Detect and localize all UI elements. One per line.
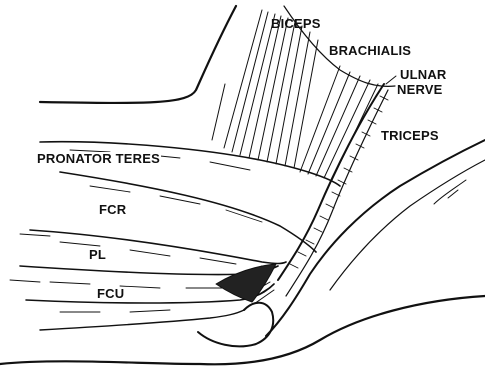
label-triceps: TRICEPS (380, 129, 440, 142)
signature-mark (434, 180, 466, 204)
label-ulnar-nerve-line2: NERVE (396, 83, 444, 96)
label-brachialis: BRACHIALIS (328, 44, 412, 57)
elbow-bottom-skin (0, 296, 485, 364)
label-fcr: FCR (98, 203, 127, 216)
label-pl: PL (88, 248, 107, 261)
label-biceps: BICEPS (270, 17, 322, 30)
label-pronator-teres: PRONATOR TERES (36, 152, 161, 165)
label-ulnar-nerve-line1: ULNAR (399, 68, 448, 81)
ulnar-nerve-leader (386, 76, 396, 84)
medial-epicondyle (216, 264, 276, 302)
forearm-bottom (40, 310, 244, 330)
biceps-fibers (212, 10, 318, 168)
olecranon-contour (198, 303, 273, 347)
fcr-lower (30, 230, 286, 264)
triceps-contour-upper (278, 84, 384, 280)
triceps-contour-lower (286, 90, 388, 296)
upper-arm-contour (40, 6, 236, 103)
label-fcu: FCU (96, 287, 125, 300)
back-arm-skin-inner (330, 160, 485, 290)
